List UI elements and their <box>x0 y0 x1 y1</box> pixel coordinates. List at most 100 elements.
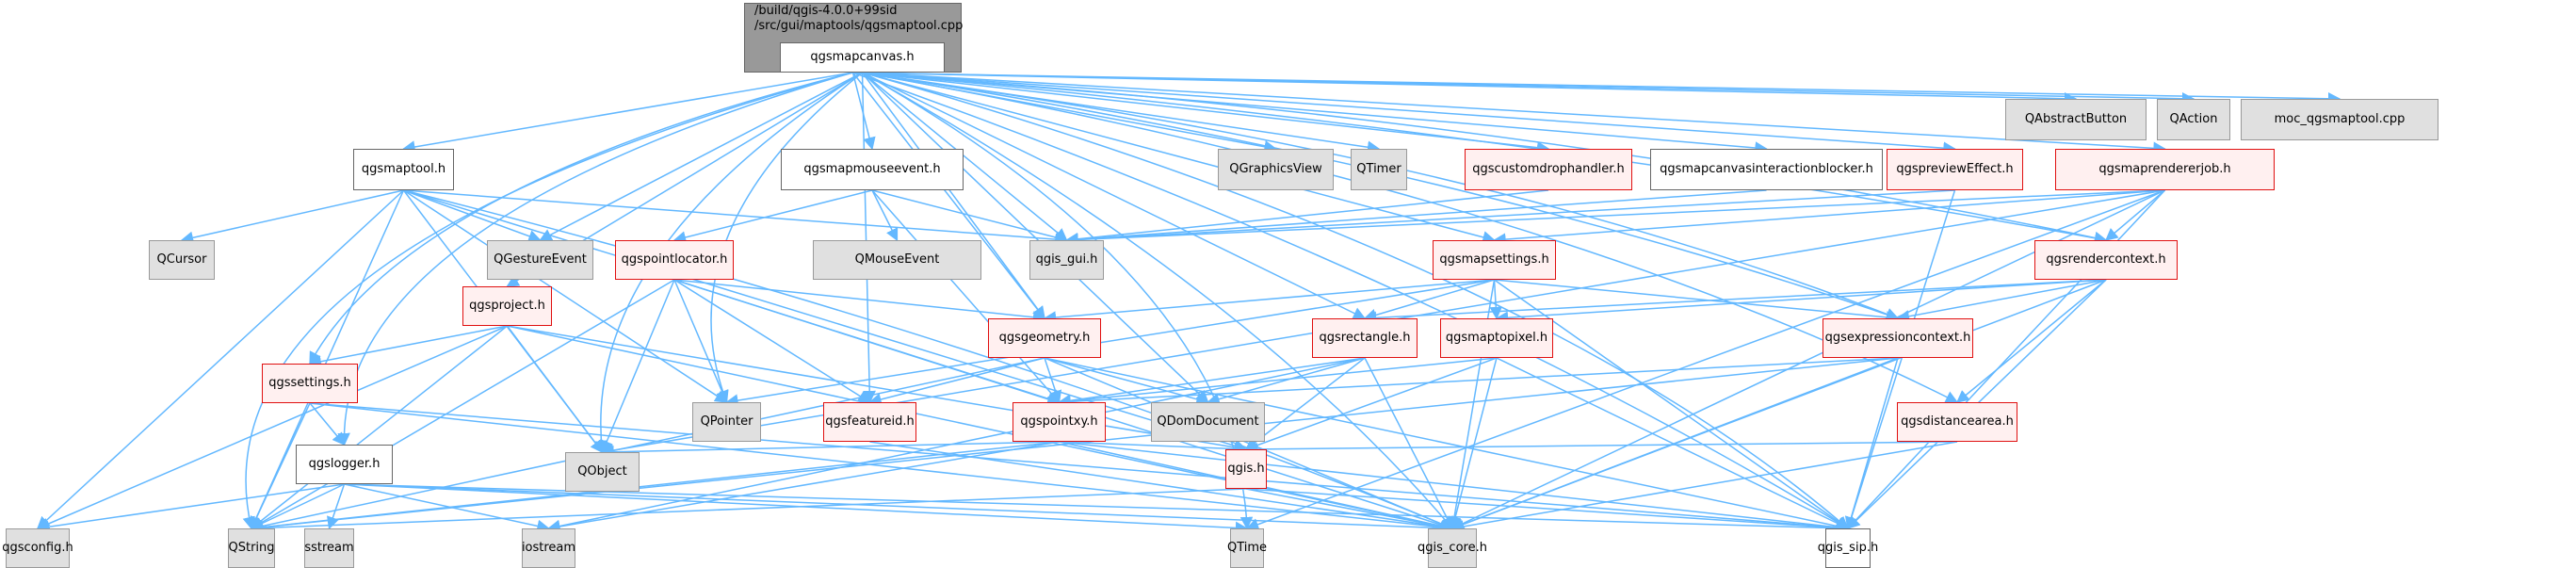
edge-qgspreviewEffect-to-qgis_sip <box>1845 189 1956 530</box>
node-qgsmapcanvasinteractionblocker[interactable]: qgsmapcanvasinteractionblocker.h <box>1650 149 1883 190</box>
edge-qgsexpressioncontext-to-qgis_core <box>1450 357 1899 530</box>
edge-qgslogger-to-qgsconfig <box>36 483 345 533</box>
edge-qgsmapcanvas-to-qtimer <box>862 72 1381 154</box>
node-label: qgspointxy.h <box>1020 414 1098 429</box>
node-qgsrectangle[interactable]: qgsrectangle.h <box>1312 318 1418 358</box>
node-label: qgis_core.h <box>1418 541 1487 555</box>
node-label: QCursor <box>156 252 207 267</box>
edge-qgsproject-to-qobject <box>506 325 604 454</box>
node-qgscustomdrophandler[interactable]: qgscustomdrophandler.h <box>1465 149 1632 190</box>
node-qpointer[interactable]: QPointer <box>692 402 761 442</box>
node-qgsmapcanvas[interactable]: qgsmapcanvas.h <box>780 42 945 73</box>
node-qgsgeometry[interactable]: qgsgeometry.h <box>988 318 1101 358</box>
edge-root-node-to-qgsmaptool <box>402 72 853 154</box>
edge-qgspreviewEffect-to-qgis_gui <box>1065 189 1955 247</box>
edge-qgsrendercontext-to-qgsrectangle <box>1363 279 2107 325</box>
node-qgraphicsview[interactable]: QGraphicsView <box>1218 149 1334 190</box>
edge-qgspointxy-to-iostream <box>547 441 1060 533</box>
node-qgspointlocator[interactable]: qgspointlocator.h <box>615 240 734 280</box>
node-qdomdocument[interactable]: QDomDocument <box>1151 402 1265 442</box>
node-label: QTimer <box>1356 162 1401 176</box>
edge-qgsmapcanvas-to-qtime <box>862 72 1254 530</box>
node-qabstractbutton[interactable]: QAbstractButton <box>2005 99 2147 140</box>
edge-qgssettings-to-qgis_core <box>309 402 1454 534</box>
node-label: qgsexpressioncontext.h <box>1824 331 1971 345</box>
node-label: sstream <box>304 541 354 555</box>
node-qstring[interactable]: QString <box>228 528 275 568</box>
edge-qgspointxy-to-qgis <box>1059 441 1248 456</box>
edge-qgsgeometry-to-qdomdocument <box>1044 357 1209 406</box>
node-qgsmaptool[interactable]: qgsmaptool.h <box>353 149 454 190</box>
node-qgis-gui[interactable]: qgis_gui.h <box>1029 240 1104 280</box>
node-label: qgsconfig.h <box>2 541 73 555</box>
node-label: QAction <box>2169 112 2218 126</box>
node-label: QPointer <box>700 414 753 429</box>
node-label: qgscustomdrophandler.h <box>1472 162 1625 176</box>
node-qgsmaprendererjob[interactable]: qgsmaprendererjob.h <box>2055 149 2275 190</box>
node-qgestureevent[interactable]: QGestureEvent <box>487 240 593 280</box>
edge-qgsmaprendererjob-to-qgsmapsettings <box>1493 189 2165 246</box>
edge-qgsmaptool-to-qgis_core <box>403 189 1454 530</box>
node-label: qgsmaptool.h <box>361 162 446 176</box>
node-qgsfeatureid[interactable]: qgsfeatureid.h <box>823 402 916 442</box>
edge-qgsrendercontext-to-qgsexpressioncontext <box>1896 279 2107 323</box>
node-label: qgsmaprendererjob.h <box>2098 162 2231 176</box>
edge-qgsmapmouseevent-to-qgis_gui <box>871 189 1068 244</box>
edge-qgis-to-qstring <box>250 488 1247 535</box>
node-qgsmapsettings[interactable]: qgsmapsettings.h <box>1433 240 1556 280</box>
edge-qgsmaprendererjob-to-qtime <box>1245 189 2165 531</box>
node-qgsconfig[interactable]: qgsconfig.h <box>2 528 73 568</box>
edge-qgsmaptopixel-to-qgis <box>1244 357 1498 452</box>
edge-qgspointxy-to-qobject <box>601 441 1060 459</box>
node-iostream[interactable]: iostream <box>522 528 575 568</box>
node-qtimer[interactable]: QTimer <box>1351 149 1407 190</box>
node-sstream[interactable]: sstream <box>304 528 354 568</box>
node-label: qgsgeometry.h <box>998 331 1091 345</box>
node-qgspointxy[interactable]: qgspointxy.h <box>1013 402 1106 442</box>
node-qgsmaptopixel[interactable]: qgsmaptopixel.h <box>1440 318 1553 358</box>
node-qgslogger[interactable]: qgslogger.h <box>296 445 393 484</box>
edge-qgspointlocator-to-qgsgeometry <box>673 279 1046 324</box>
node-qgsrendercontext[interactable]: qgsrendercontext.h <box>2034 240 2178 280</box>
edge-qgsmapcanvas-to-qgsrendercontext <box>862 72 2108 245</box>
node-moc-qgsmaptool[interactable]: moc_qgsmaptool.cpp <box>2241 99 2438 140</box>
node-qgsmapmouseevent[interactable]: qgsmapmouseevent.h <box>781 149 964 190</box>
node-qgspreviewEffect[interactable]: qgspreviewEffect.h <box>1887 149 2023 190</box>
edge-qgssettings-to-qgis_sip <box>309 402 1850 534</box>
node-label: iostream <box>521 541 576 555</box>
edge-qgspointlocator-to-qgsfeatureid <box>673 279 871 403</box>
edge-qgsproject-to-qgis <box>507 325 1248 454</box>
node-qgsdistancearea[interactable]: qgsdistancearea.h <box>1897 402 2017 442</box>
edge-root-node-to-qgsexpressioncontext <box>852 72 1900 320</box>
edge-qgsmapmouseevent-to-qgspointlocator <box>672 189 873 244</box>
edge-qgsmapsettings-to-qgsmaptopixel <box>1489 279 1502 320</box>
edge-qgsmapcanvas-to-qgestureevent <box>539 72 863 241</box>
edge-qgsmapcanvas-to-qgsexpressioncontext <box>862 72 1900 321</box>
edge-root-node-to-qstring <box>242 72 853 530</box>
node-qgssettings[interactable]: qgssettings.h <box>262 364 358 403</box>
node-label: qgsmapcanvasinteractionblocker.h <box>1660 162 1873 176</box>
node-label: qgis_gui.h <box>1035 252 1098 267</box>
edge-qgsmapcanvas-to-qgsfeatureid <box>861 72 876 404</box>
edge-root-node-to-moc <box>852 72 2341 105</box>
edge-qgsgeometry-to-qstring <box>250 357 1045 533</box>
node-qaction[interactable]: QAction <box>2157 99 2230 140</box>
node-qgis[interactable]: qgis.h <box>1225 449 1267 489</box>
edge-qgsproject-to-qstring <box>250 325 508 529</box>
edge-qgspointxy-to-qgis_sip <box>1059 441 1850 534</box>
edge-qgis-to-qgis_core <box>1245 488 1454 533</box>
node-qobject[interactable]: QObject <box>565 452 640 492</box>
node-label: QMouseEvent <box>854 252 940 267</box>
node-qtime[interactable]: QTime <box>1227 528 1267 568</box>
node-qgis-sip[interactable]: qgis_sip.h <box>1818 528 1878 568</box>
node-qgsexpressioncontext[interactable]: qgsexpressioncontext.h <box>1823 318 1973 358</box>
node-label: qgis_sip.h <box>1817 541 1879 555</box>
node-label: qgslogger.h <box>308 457 381 471</box>
node-qmouseevent[interactable]: QMouseEvent <box>813 240 981 280</box>
edge-qgis-to-qgis_sip <box>1245 488 1850 534</box>
edge-qgsmapcanvasinteractionblocker-to-qgis_gui <box>1065 189 1767 246</box>
node-qcursor[interactable]: QCursor <box>149 240 215 280</box>
node-qgis-core[interactable]: qgis_core.h <box>1418 528 1487 568</box>
node-qgsproject[interactable]: qgsproject.h <box>462 286 552 326</box>
edge-qgspointlocator-to-qobject <box>600 279 675 454</box>
